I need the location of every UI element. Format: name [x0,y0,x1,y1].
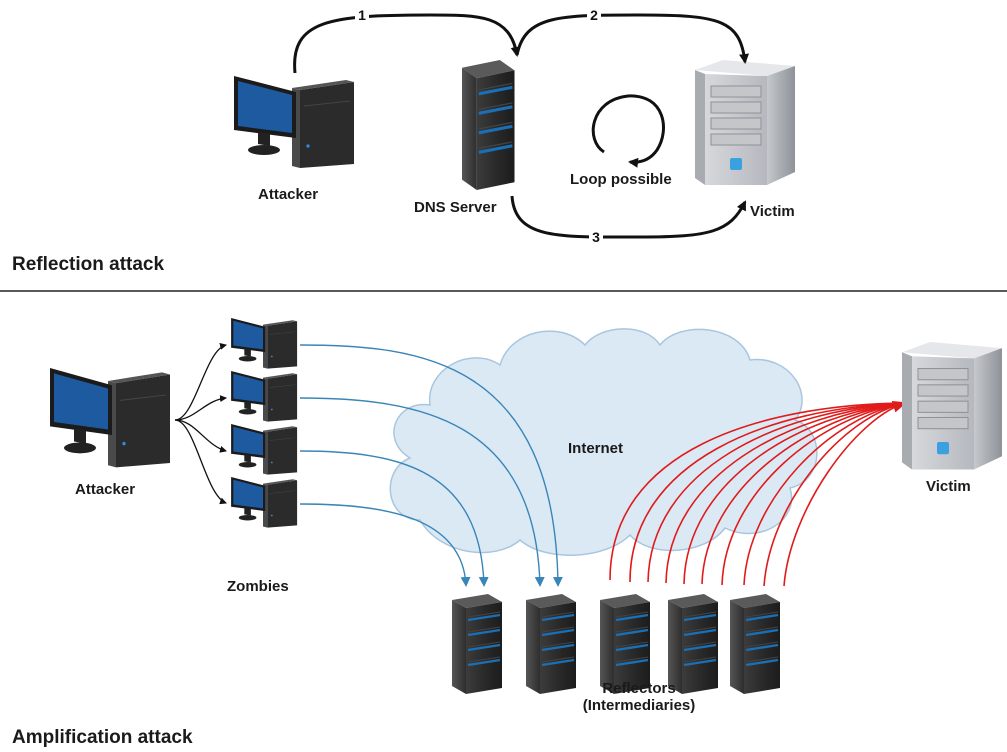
dns-server-icon [460,58,517,192]
amplification-victim-server-icon [901,341,1003,471]
zombie-2-icon [230,370,298,422]
reflector-4-icon [666,592,720,696]
reflector-1-icon [450,592,504,696]
zombie-to-reflector-arrows [299,344,563,587]
reflectors-label-line2: (Intermediaries) [582,697,696,714]
reflection-attack-title: Reflection attack [12,254,165,275]
amplification-attacker-workstation-icon [49,367,171,468]
reflection-attacker-workstation-icon [233,75,355,169]
internet-label: Internet [568,440,624,457]
amplification-section [49,317,1003,696]
reflector-3-icon [598,592,652,696]
reflection-victim-server-icon [694,59,796,186]
zombies-label: Zombies [227,578,289,595]
reflector-to-victim-arrows [609,400,907,587]
reflection-attacker-label: Attacker [258,186,319,203]
reflector-2-icon [524,592,578,696]
reflection-section: 1 2 3 [233,7,796,245]
reflector-5-icon [728,592,782,696]
reflectors-label-line1: Reflectors [602,680,676,697]
zombie-3-icon [230,423,298,475]
zombie-1-icon [230,317,298,369]
loop-possible-label: Loop possible [570,171,672,188]
reflection-victim-label: Victim [750,203,795,220]
loop-arrow [591,94,665,168]
step-2-arrow [515,13,750,64]
amplification-attacker-label: Attacker [75,481,136,498]
step-1-arrow [293,13,521,74]
step-3-arrow [510,195,747,239]
reflectors-label: Reflectors (Intermediaries) [574,680,704,714]
amplification-attack-title: Amplification attack [12,727,193,748]
internet-cloud [389,328,818,556]
step-2-number: 2 [590,7,598,23]
step-1-number: 1 [358,7,366,23]
step-3-number: 3 [592,229,600,245]
zombie-4-icon [230,476,298,528]
attacker-to-zombies-arrows [174,343,227,505]
amplification-victim-label: Victim [926,478,971,495]
dns-server-label: DNS Server [414,199,497,216]
